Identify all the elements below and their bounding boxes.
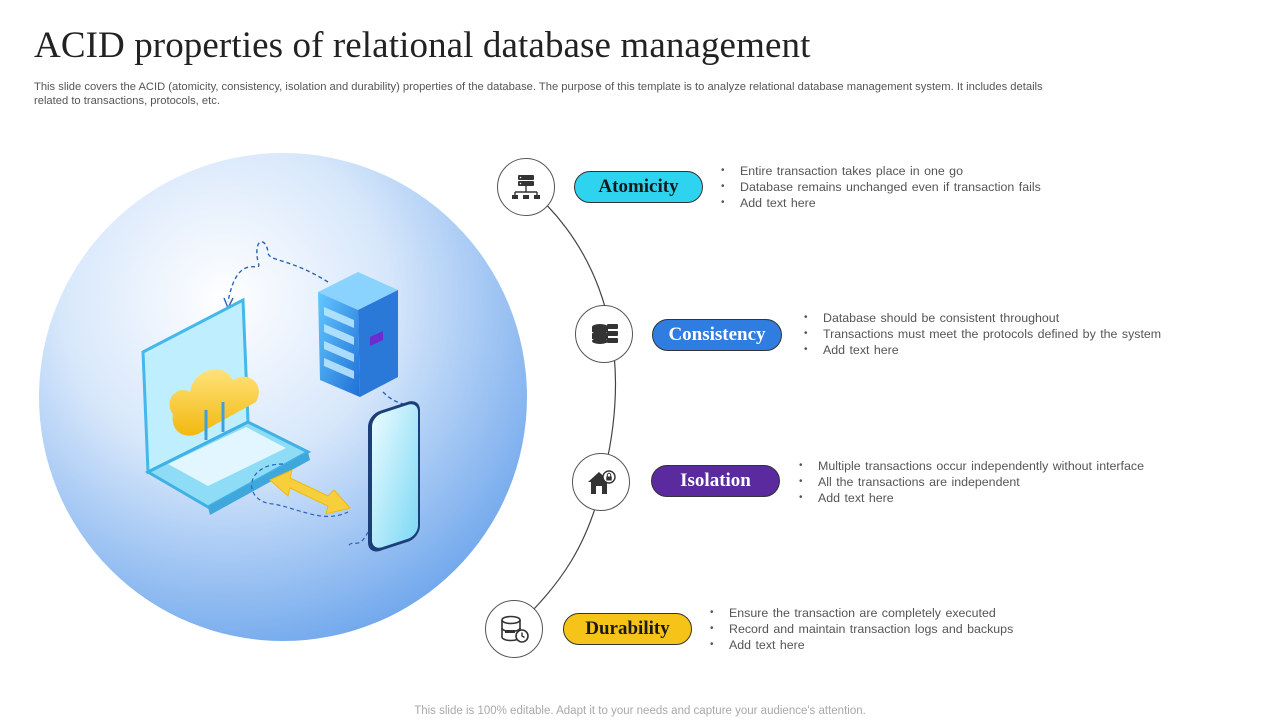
list-item: Record and maintain transaction logs and… (710, 621, 1013, 637)
isolation-bullets: Multiple transactions occur independentl… (799, 458, 1144, 506)
house-lock-icon (572, 453, 630, 511)
double-arrow-icon (269, 469, 351, 515)
isolation-label: Isolation (651, 465, 780, 497)
glass-sphere (39, 153, 527, 641)
server-rack-icon (318, 272, 398, 397)
network-server-icon (497, 158, 555, 216)
list-item: Add text here (804, 342, 1161, 358)
database-clock-icon (485, 600, 543, 658)
page-title: ACID properties of relational database m… (34, 25, 811, 66)
list-item: All the transactions are independent (799, 474, 1144, 490)
cloud-icon (169, 369, 259, 440)
dashed-link (227, 241, 329, 303)
database-illustration (39, 153, 527, 641)
list-item: Database should be consistent throughout (804, 310, 1161, 326)
database-stack-icon (575, 305, 633, 363)
page-subtitle: This slide covers the ACID (atomicity, c… (34, 81, 1043, 107)
atomicity-bullets: Entire transaction takes place in one go… (721, 163, 1041, 211)
atomicity-label: Atomicity (574, 171, 703, 203)
phone-icon (368, 401, 420, 552)
list-item: Add text here (799, 490, 1144, 506)
list-item: Database remains unchanged even if trans… (721, 179, 1041, 195)
list-item: Transactions must meet the protocols def… (804, 326, 1161, 342)
durability-bullets: Ensure the transaction are completely ex… (710, 605, 1013, 653)
list-item: Entire transaction takes place in one go (721, 163, 1041, 179)
list-item: Ensure the transaction are completely ex… (710, 605, 1013, 621)
footer-note: This slide is 100% editable. Adapt it to… (414, 705, 866, 717)
list-item: Add text here (721, 195, 1041, 211)
durability-label: Durability (563, 613, 692, 645)
consistency-bullets: Database should be consistent throughout… (804, 310, 1161, 358)
consistency-label: Consistency (652, 319, 782, 351)
list-item: Multiple transactions occur independentl… (799, 458, 1144, 474)
list-item: Add text here (710, 637, 1013, 653)
